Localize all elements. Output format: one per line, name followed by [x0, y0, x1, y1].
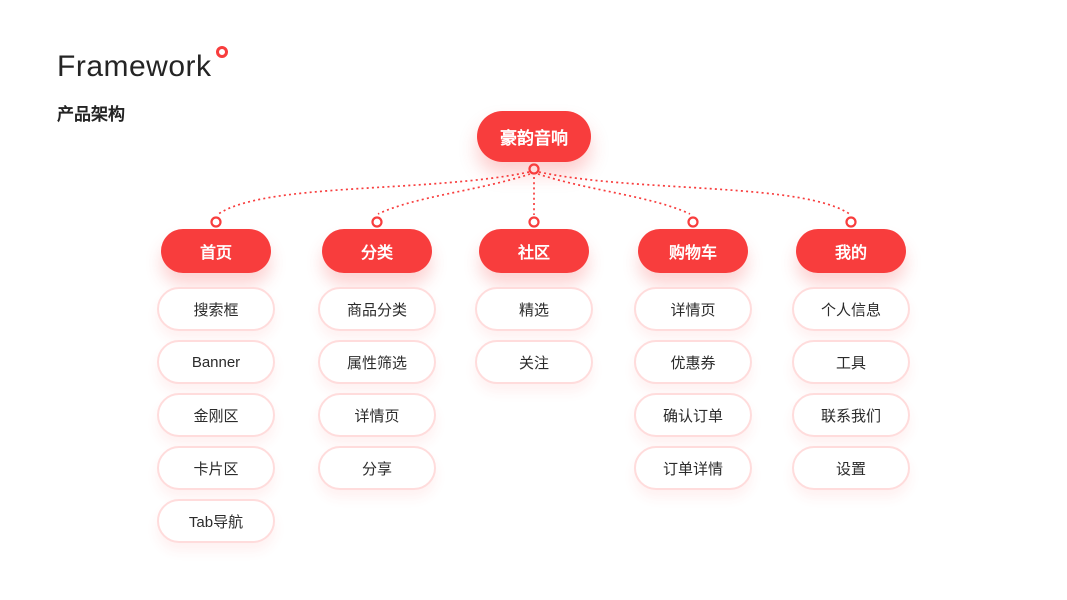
leaf-node: Banner: [157, 340, 275, 384]
header: Framework 产品架构: [57, 46, 228, 125]
leaf-node: 详情页: [318, 393, 436, 437]
branch-node-category: 分类: [322, 229, 432, 273]
leaf-node: 订单详情: [634, 446, 752, 490]
leaf-node: 详情页: [634, 287, 752, 331]
page-title-text: Framework: [57, 50, 212, 83]
connector-home: [216, 171, 530, 216]
branch-connector-dot-icon: [210, 216, 222, 228]
leaf-node: 分享: [318, 446, 436, 490]
leaf-node: 个人信息: [792, 287, 910, 331]
branch-connector-dot-icon: [845, 216, 857, 228]
leaf-column-cart: 详情页 优惠券 确认订单 订单详情: [634, 287, 752, 490]
leaf-node: 卡片区: [157, 446, 275, 490]
branch-node-mine: 我的: [796, 229, 906, 273]
page-subtitle: 产品架构: [57, 105, 125, 124]
branch-connector-dot-icon: [687, 216, 699, 228]
leaf-node: 搜索框: [157, 287, 275, 331]
leaf-node: 设置: [792, 446, 910, 490]
branch-node-home: 首页: [161, 229, 271, 273]
leaf-node: 确认订单: [634, 393, 752, 437]
leaf-column-category: 商品分类 属性筛选 详情页 分享: [318, 287, 436, 490]
connector-cart: [537, 173, 691, 215]
leaf-node: 金刚区: [157, 393, 275, 437]
leaf-node: 工具: [792, 340, 910, 384]
leaf-node: 优惠券: [634, 340, 752, 384]
leaf-node: 属性筛选: [318, 340, 436, 384]
leaf-node: 精选: [475, 287, 593, 331]
leaf-column-home: 搜索框 Banner 金刚区 卡片区 Tab导航: [157, 287, 275, 543]
branch-connector-dot-icon: [371, 216, 383, 228]
branch-node-cart: 购物车: [638, 229, 748, 273]
leaf-column-mine: 个人信息 工具 联系我们 设置: [792, 287, 910, 490]
tree-root-node: 豪韵音响: [477, 111, 591, 162]
brand-ring-icon: [215, 46, 228, 58]
leaf-node: Tab导航: [157, 499, 275, 543]
branch-connector-dot-icon: [528, 216, 540, 228]
leaf-node: 关注: [475, 340, 593, 384]
root-connector-dot-icon: [528, 163, 540, 175]
leaf-node: 商品分类: [318, 287, 436, 331]
page-title: Framework: [57, 46, 228, 84]
branch-node-community: 社区: [479, 229, 589, 273]
leaf-column-community: 精选 关注: [475, 287, 593, 384]
leaf-node: 联系我们: [792, 393, 910, 437]
connector-category: [377, 173, 531, 215]
connector-mine: [538, 171, 852, 216]
